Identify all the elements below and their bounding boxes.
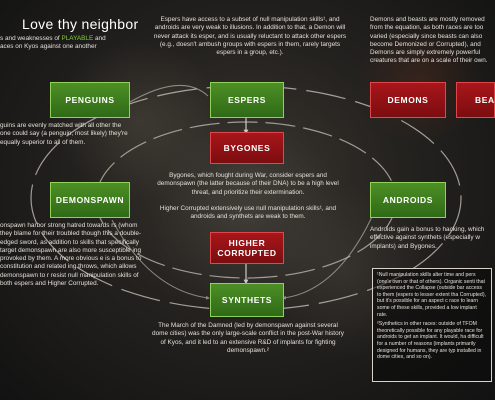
bygones-box: BYGONES — [210, 132, 284, 164]
androids-synthets-arc — [282, 207, 377, 300]
demonspawn-description: onspawn harbor strong hatred towards rs … — [0, 222, 142, 288]
synthets-description: The March of the Damned (led by demonspa… — [152, 322, 344, 354]
higher-corrupted-description: Higher Corrupted extensively use null ma… — [159, 205, 337, 221]
intro-text-before: s and weaknesses of — [0, 35, 62, 42]
page-title: Love thy neighbor — [22, 16, 139, 32]
demonspawn-box: DEMONSPAWN — [50, 182, 130, 218]
demonspawn-synthets-arc — [111, 219, 210, 300]
intro-text: s and weaknesses of PLAYABLE and aces on… — [0, 35, 150, 52]
penguins-espers-arc — [119, 85, 209, 109]
intro-text-after: and — [93, 35, 106, 42]
demons-description: Demons and beasts are mostly removed fro… — [370, 16, 488, 65]
androids-box: ANDROIDS — [370, 182, 446, 218]
intro-highlight: PLAYABLE — [61, 35, 94, 42]
footnote-1: ¹Null manipulation skills alter time and… — [377, 272, 486, 318]
beasts-box: BEAS — [456, 82, 495, 118]
bygones-description: Bygones, which fought during War, consid… — [157, 172, 339, 196]
penguins-box: PENGUINS — [50, 82, 130, 118]
androids-description: Androids gain a bonus to hacking, which … — [370, 226, 485, 250]
footnotes-panel: ¹Null manipulation skills alter time and… — [372, 268, 492, 382]
penguins-description: guins are evenly matched with all other … — [0, 122, 128, 146]
higher-corrupted-box: HIGHER CORRUPTED — [210, 232, 284, 264]
espers-box: ESPERS — [210, 82, 284, 118]
espers-description: Espers have access to a subset of null m… — [153, 16, 347, 57]
demons-box: DEMONS — [370, 82, 446, 118]
intro-line2: aces on Kyos against one another — [0, 43, 97, 51]
footnote-2: ²Synthetics in other races: outside of T… — [377, 321, 484, 361]
synthets-box: SYNTHETS — [210, 283, 284, 317]
